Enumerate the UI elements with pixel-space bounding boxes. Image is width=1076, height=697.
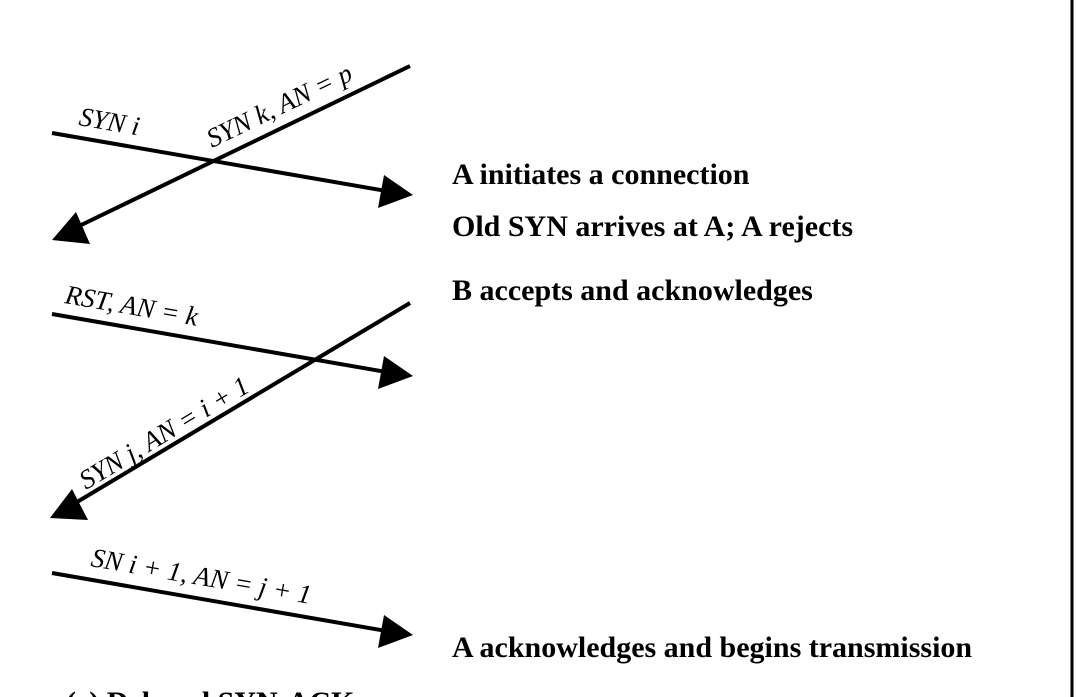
arrow-sn-head [378,615,413,648]
figure-caption: (c) Delayed SYN-ACK [66,686,355,697]
message-syn-j: SYN j, AN = i + 1 [50,301,412,520]
arrow-syn-i-line [51,131,393,194]
arrow-rst-line [51,312,393,375]
message-syn-k: SYN k, AN = p [52,58,411,244]
note-b-accepts: B accepts and acknowledges [452,274,813,307]
label-rst: RST, AN = k [62,279,201,332]
label-syn-i: SYN i [77,101,142,141]
note-a-initiates: A initiates a connection [452,158,750,191]
arrow-syn-i-head [378,175,413,208]
arrow-sn-line [51,571,393,634]
message-sn: SN i + 1, AN = j + 1 [51,542,413,648]
note-a-acknowledges: A acknowledges and begins transmission [452,631,972,664]
label-syn-j: SYN j, AN = i + 1 [74,370,255,495]
arrow-syn-k-head [52,212,90,244]
arrow-rst-head [378,356,413,389]
label-syn-k: SYN k, AN = p [202,58,357,154]
note-old-syn: Old SYN arrives at A; A rejects [452,210,853,243]
arrow-syn-j-head [50,489,88,520]
arrow-syn-k-line [74,64,411,230]
arrow-syn-j-line [70,301,412,507]
